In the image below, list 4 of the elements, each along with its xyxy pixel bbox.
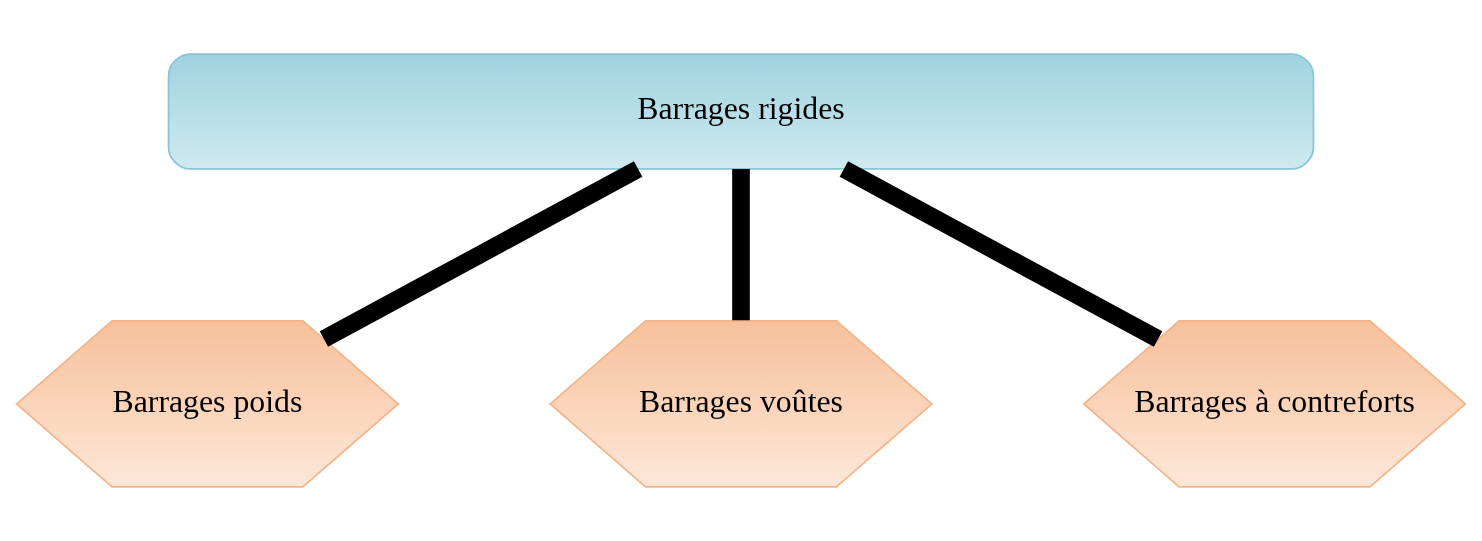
connector	[839, 161, 1163, 347]
connector	[319, 161, 643, 347]
node-box: Barrages rigides	[167, 53, 1315, 170]
connector	[732, 168, 750, 321]
